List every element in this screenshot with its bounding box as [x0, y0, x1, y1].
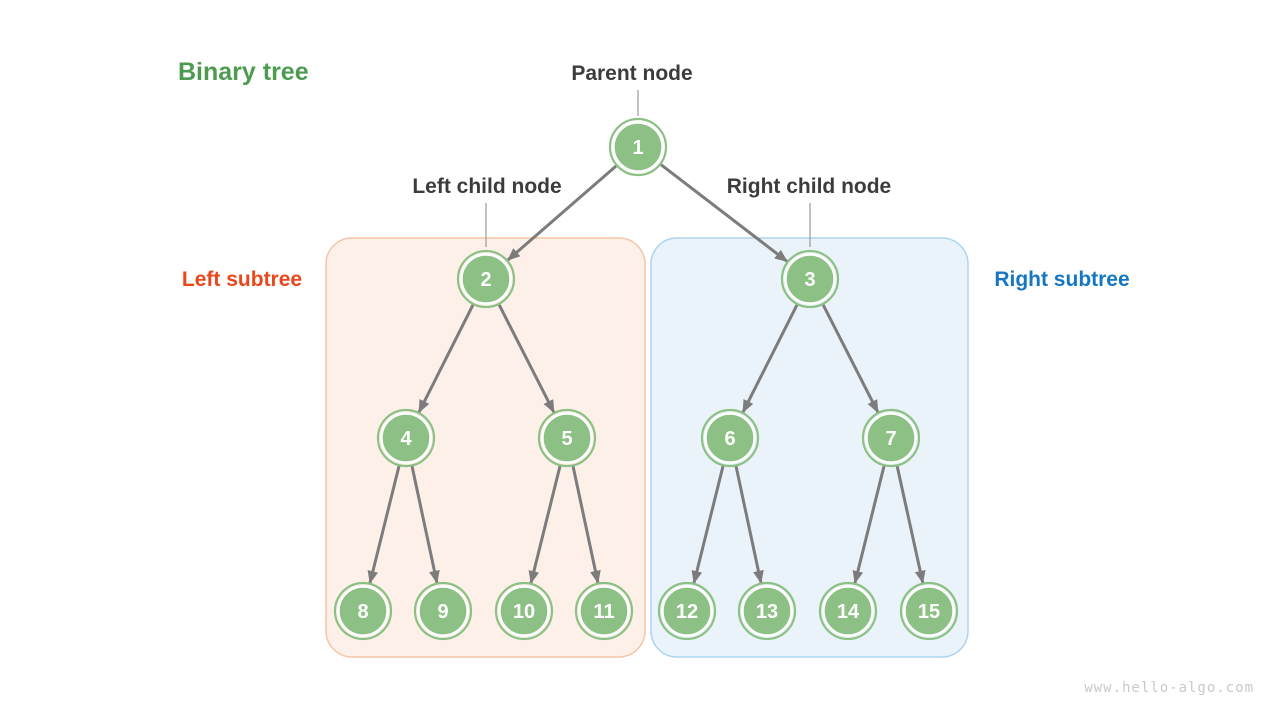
node-value: 3 — [804, 269, 815, 291]
tree-edge-3-7 — [821, 304, 880, 414]
node-outer-ring — [657, 581, 717, 641]
node-outer-ring — [333, 581, 393, 641]
node-value: 5 — [561, 428, 572, 450]
node-outer-ring — [780, 249, 840, 309]
node-value: 9 — [437, 601, 448, 623]
tree-node-13: 13 — [737, 581, 797, 641]
node-circle — [612, 121, 664, 173]
node-circle — [741, 585, 793, 637]
tree-node-8: 8 — [333, 581, 393, 641]
node-circle — [865, 412, 917, 464]
node-circle — [704, 412, 756, 464]
tree-edge-4-8 — [367, 465, 401, 584]
tree-node-1: 1 — [608, 117, 668, 177]
node-outer-ring — [537, 408, 597, 468]
node-value: 11 — [593, 601, 614, 623]
node-outer-ring — [608, 117, 668, 177]
right-subtree-label: Right subtree — [994, 268, 1130, 291]
node-outer-ring — [456, 249, 516, 309]
node-outer-ring — [376, 408, 436, 468]
tree-edge-7-15 — [895, 466, 926, 584]
right-child-node-label: Right child node — [726, 175, 892, 198]
node-circle — [337, 585, 389, 637]
node-value: 15 — [918, 601, 940, 623]
node-outer-ring — [737, 581, 797, 641]
watermark: www.hello-algo.com — [1084, 680, 1254, 696]
node-outer-ring — [899, 581, 959, 641]
diagram-title: Binary tree — [178, 58, 309, 86]
tree-node-6: 6 — [700, 408, 760, 468]
tree-node-14: 14 — [818, 581, 878, 641]
tree-edge-5-11 — [571, 466, 601, 584]
tree-node-3: 3 — [780, 249, 840, 309]
node-value: 10 — [513, 601, 535, 623]
node-value: 1 — [632, 137, 643, 159]
node-value: 4 — [400, 428, 412, 450]
left-child-node-label: Left child node — [412, 175, 562, 198]
node-outer-ring — [700, 408, 760, 468]
tree-node-12: 12 — [657, 581, 717, 641]
node-circle — [541, 412, 593, 464]
node-outer-ring — [818, 581, 878, 641]
node-circle — [417, 585, 469, 637]
node-circle — [578, 585, 630, 637]
parent-node-label: Parent node — [571, 62, 693, 85]
left-subtree-label: Left subtree — [181, 268, 303, 291]
tree-edge-1-3 — [660, 163, 788, 263]
node-circle — [498, 585, 550, 637]
tree-edge-6-13 — [734, 466, 764, 584]
node-value: 12 — [676, 601, 698, 623]
tree-node-2: 2 — [456, 249, 516, 309]
tree-node-4: 4 — [376, 408, 436, 468]
tree-edge-1-2 — [506, 164, 618, 262]
node-value: 13 — [756, 601, 778, 623]
tree-node-11: 11 — [574, 581, 634, 641]
tree-edge-4-9 — [410, 466, 440, 584]
node-circle — [460, 253, 512, 305]
tree-edge-7-14 — [852, 465, 886, 584]
node-circle — [903, 585, 955, 637]
tree-edge-5-10 — [528, 465, 562, 584]
tree-edge-2-4 — [417, 304, 475, 414]
node-circle — [380, 412, 432, 464]
tree-node-7: 7 — [861, 408, 921, 468]
tree-edge-2-5 — [497, 304, 556, 414]
node-outer-ring — [574, 581, 634, 641]
node-circle — [784, 253, 836, 305]
tree-node-9: 9 — [413, 581, 473, 641]
node-value: 8 — [357, 601, 368, 623]
node-value: 14 — [837, 601, 860, 623]
tree-node-15: 15 — [899, 581, 959, 641]
tree-node-10: 10 — [494, 581, 554, 641]
node-circle — [661, 585, 713, 637]
node-value: 6 — [724, 428, 735, 450]
node-value: 7 — [885, 428, 896, 450]
node-value: 2 — [480, 269, 491, 291]
node-outer-ring — [413, 581, 473, 641]
node-outer-ring — [861, 408, 921, 468]
tree-node-5: 5 — [537, 408, 597, 468]
tree-edge-3-6 — [741, 304, 799, 414]
tree-edge-6-12 — [691, 465, 725, 584]
node-outer-ring — [494, 581, 554, 641]
node-circle — [822, 585, 874, 637]
